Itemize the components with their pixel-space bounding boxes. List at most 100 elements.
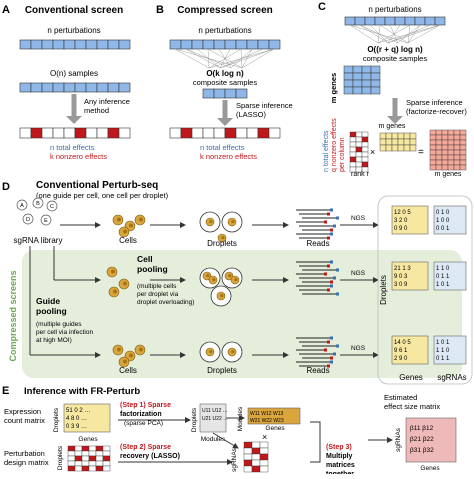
- grid-cell: [344, 80, 353, 87]
- grid-cell: [371, 87, 380, 94]
- cell-nucleus: [117, 348, 121, 352]
- grid-cell: [448, 145, 454, 150]
- bar-cell: [214, 40, 225, 49]
- cell-nucleus: [113, 290, 117, 294]
- grid-cell: [75, 456, 82, 461]
- row3-cells-label: Cells: [119, 366, 137, 375]
- bar-cell: [97, 83, 108, 92]
- guide-letter: E: [44, 218, 48, 224]
- panel-a-effects-bar: [20, 128, 130, 138]
- grid-cell: [410, 145, 416, 151]
- matrix-row: 9 0 3: [394, 274, 408, 280]
- read-tag: [327, 213, 330, 216]
- bar-cell: [20, 40, 31, 49]
- bar-cell: [108, 128, 119, 138]
- panel-a-effects-1: n total effects: [50, 143, 95, 152]
- matrix-row: 0 3 9 …: [66, 424, 87, 430]
- panel-letter-a: A: [2, 4, 10, 16]
- grid-cell: [436, 155, 442, 160]
- grid-cell: [244, 454, 252, 460]
- read-tag: [324, 349, 327, 352]
- design-matrix: [68, 446, 110, 471]
- grid-cell: [380, 133, 386, 139]
- grid-cell: [260, 460, 268, 466]
- u2-sgrnas-label: sgRNAs: [231, 447, 238, 472]
- bar-cell: [258, 40, 269, 49]
- grid-cell: [386, 133, 392, 139]
- bar-cell: [269, 40, 280, 49]
- bar-cell: [181, 40, 192, 49]
- sgrna-library-label: sgRNA library: [14, 236, 63, 245]
- panel-c-left-matrix: [350, 132, 368, 172]
- bar-cell: [97, 128, 108, 138]
- guide-desc-3: at high MOI): [36, 337, 72, 344]
- panel-c-times: ×: [370, 147, 375, 157]
- grid-cell: [68, 451, 75, 456]
- matrix-row: 1 0 1: [436, 340, 450, 346]
- panel-c-genes-vertical: m genes: [329, 73, 338, 103]
- grid-cell: [442, 140, 448, 145]
- pool-line: [209, 49, 241, 68]
- step3-1: (Step 3): [326, 444, 352, 451]
- bar-cell: [355, 17, 365, 25]
- grid-cell: [454, 145, 460, 150]
- matrix-row: 12 0 5: [394, 210, 411, 216]
- grid-cell: [82, 451, 89, 456]
- row1-cells: [113, 215, 145, 237]
- cell-nucleus: [111, 270, 115, 274]
- matrix-row: β11 β12: [410, 425, 434, 432]
- grid-cell: [82, 456, 89, 461]
- grid-cell: [350, 147, 356, 152]
- bar-cell: [97, 40, 108, 49]
- grid-cell: [430, 155, 436, 160]
- grid-cell: [436, 140, 442, 145]
- grid-cell: [380, 139, 386, 145]
- bar-cell: [192, 40, 203, 49]
- bar-cell: [236, 128, 247, 138]
- panel-c-perturbation-bar: [345, 17, 445, 25]
- panel-a-effects-2: k nonzero effects: [50, 152, 107, 161]
- grid-cell: [260, 442, 268, 448]
- panel-c-effects-1: n total effects: [323, 130, 330, 172]
- panel-b-samples-2: composite samples: [193, 78, 257, 87]
- w-modules-label: Modules: [237, 406, 244, 431]
- panel-e-title: Inference with FR-Perturb: [24, 386, 140, 397]
- read-tag: [333, 277, 336, 280]
- cell-nucleus: [206, 274, 209, 277]
- panel-c-right-matrix: [380, 133, 416, 151]
- panel-c-method-2: (factorize-recover): [406, 107, 467, 116]
- read-tag: [327, 289, 330, 292]
- grid-cell: [252, 448, 260, 454]
- grid-cell: [454, 130, 460, 135]
- grid-cell: [442, 155, 448, 160]
- grid-cell: [460, 130, 466, 135]
- matrix-row: β31 β32: [410, 447, 434, 454]
- grid-cell: [430, 145, 436, 150]
- design-label-2: design matrix: [4, 458, 49, 467]
- grid-cell: [442, 130, 448, 135]
- grid-cell: [386, 139, 392, 145]
- cell-desc-1: (multiple cells: [137, 283, 177, 290]
- grid-cell: [436, 145, 442, 150]
- grid-cell: [436, 160, 442, 165]
- guide-pooling-2: pooling: [36, 306, 67, 316]
- step1-2: factorization: [120, 411, 162, 418]
- grid-cell: [454, 140, 460, 145]
- bar-cell: [225, 128, 236, 138]
- row1-droplets-label: Droplets: [207, 239, 237, 248]
- read-tag: [330, 209, 333, 212]
- grid-cell: [362, 137, 368, 142]
- expression-label-2: count matrix: [4, 416, 45, 425]
- matrix-row: 0 9 0: [394, 226, 408, 232]
- read-tag: [330, 261, 333, 264]
- grid-cell: [448, 150, 454, 155]
- grid-cell: [442, 160, 448, 165]
- bar-cell: [86, 40, 97, 49]
- estimated-1: Estimated: [384, 393, 417, 402]
- expression-matrix: 51 0 2 …4 8 0 …0 3 9 …: [64, 404, 110, 432]
- u-droplets-label: Droplets: [191, 407, 198, 432]
- grid-cell: [89, 446, 96, 451]
- grid-cell: [252, 442, 260, 448]
